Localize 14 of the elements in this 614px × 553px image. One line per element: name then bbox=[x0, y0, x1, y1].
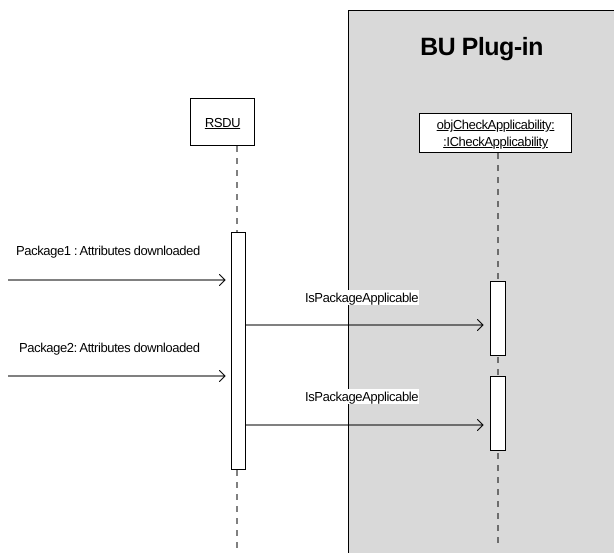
message-label: IsPackageApplicable bbox=[304, 290, 420, 305]
lifeline-head: objCheckApplicability: :ICheckApplicability bbox=[419, 113, 572, 153]
panel-title: BU Plug-in bbox=[419, 33, 544, 62]
message-arrow bbox=[8, 274, 226, 286]
message-label: IsPackageApplicable bbox=[304, 389, 420, 404]
message-arrow bbox=[8, 370, 226, 382]
message-label: Package1 : Attributes downloaded bbox=[15, 243, 201, 258]
message-arrow bbox=[246, 318, 484, 332]
message-arrow bbox=[246, 418, 484, 432]
lifeline-head: RSDU bbox=[190, 98, 255, 146]
activation-bar bbox=[490, 281, 506, 356]
message-label: Package2: Attributes downloaded bbox=[18, 340, 201, 355]
activation-bar bbox=[490, 376, 506, 451]
activation-bar bbox=[231, 232, 246, 470]
